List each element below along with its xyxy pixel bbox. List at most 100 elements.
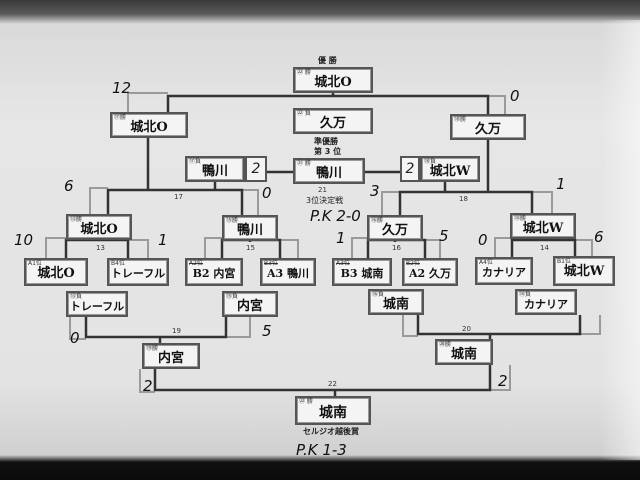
first-round-team: B4位トレーフル [107, 258, 169, 286]
consolation-team: ⑮負内宮 [222, 291, 278, 317]
gray-bracket [127, 92, 168, 116]
team-name: トレーフル [69, 300, 125, 313]
gray-bracket [351, 237, 368, 262]
gray-bracket [280, 239, 299, 262]
team-name: 久万 [474, 122, 501, 137]
third-right-score: 2 [400, 156, 420, 182]
match-number: 20 [462, 325, 471, 333]
team-name: カナリア [482, 266, 526, 279]
third-left-score: 2 [245, 156, 267, 182]
team-name: 城北O [130, 120, 168, 135]
runner-up-tag: ㉒ 負 [297, 110, 311, 117]
tag: ⑯勝 [371, 217, 384, 224]
score: 3 [370, 182, 380, 200]
tag: ⑭負 [519, 291, 532, 298]
team-name: A3 鴨川 [266, 267, 310, 280]
tag: ⑲勝 [146, 345, 159, 352]
semi-right-loser: ⑱負 城北W [420, 156, 480, 182]
consolation-semi-winner: ⑳勝城南 [435, 339, 493, 365]
third-pk-score: P.K 2-0 [310, 207, 361, 225]
m22-line [153, 365, 492, 400]
score: 0 [70, 329, 80, 347]
team-name: B3 城南 [340, 267, 384, 280]
team-name: トレーフル [110, 267, 166, 280]
tag: ⑰勝 [114, 114, 127, 121]
tag: ⑭勝 [514, 215, 527, 222]
match-number: 19 [172, 327, 181, 335]
first-round-team: A1位城北O [24, 258, 88, 286]
team-name: B2 内宮 [192, 267, 236, 280]
seed-tag: B1位 [557, 258, 571, 265]
champion-tag: ㉒ 勝 [297, 69, 311, 76]
first-round-team: A4位カナリア [475, 257, 533, 285]
match-number: 16 [392, 244, 401, 252]
score: 2 [498, 372, 508, 390]
tag: ⑳勝 [439, 341, 452, 348]
seed-tag: A3位 [336, 260, 350, 267]
first-round-team: B1位城北W [553, 256, 615, 286]
gray-bracket [226, 317, 251, 338]
consolation-final-winner: ㉒ 勝城南 [295, 396, 371, 425]
consolation-team: ⑭負カナリア [515, 289, 577, 315]
match-number: 15 [246, 244, 255, 252]
team-name: A2 久万 [408, 267, 452, 280]
final-pk-score: P.K 1-3 [296, 441, 347, 459]
quarter-winner: ⑮勝 鴨川 [222, 215, 278, 241]
team-name: 城北W [563, 264, 605, 279]
tag: ㉒ 勝 [299, 398, 313, 405]
score: 6 [64, 177, 74, 195]
semi-left-winner: ⑰勝 城北O [110, 112, 188, 138]
score: 10 [14, 231, 34, 249]
tag: ⑬勝 [70, 216, 83, 223]
semi-right-winner: ⑱勝 久万 [450, 114, 526, 140]
seed-tag: A2位 [189, 260, 203, 267]
seed-tag: B3位 [264, 260, 278, 267]
score: 1 [158, 231, 168, 249]
team-name: 城北W [522, 221, 564, 236]
team-name: 城南 [319, 405, 347, 421]
score: 5 [439, 227, 449, 245]
tag: ⑯負 [372, 291, 385, 298]
team-name: 城南 [450, 347, 477, 362]
consolation-semi-winner: ⑲勝内宮 [142, 343, 200, 369]
gray-bracket [45, 237, 66, 262]
match-number: 17 [174, 193, 183, 201]
gray-bracket [488, 95, 506, 118]
runner-up-label: 準優勝 [314, 137, 338, 146]
gray-bracket [494, 237, 512, 262]
team-name: 鴨川 [236, 223, 263, 238]
champion-name: 城北O [314, 75, 352, 90]
score: 0 [478, 231, 488, 249]
tag: ㉑ 勝 [297, 160, 311, 167]
gray-bracket [69, 317, 86, 340]
gray-bracket [490, 365, 511, 391]
consolation-team: ⑬負トレーフル [66, 291, 128, 317]
gray-bracket [580, 315, 601, 335]
team-name: 城北O [80, 222, 118, 237]
team-name: 内宮 [236, 299, 263, 314]
consolation-team: ⑯負城南 [368, 289, 424, 315]
gray-bracket [204, 237, 222, 262]
champion-label: 優 勝 [318, 56, 337, 65]
gray-bracket [128, 239, 149, 262]
team-name: 城南 [382, 297, 409, 312]
quarter-winner: ⑯勝 久万 [367, 215, 423, 241]
score: 0 [510, 87, 520, 105]
runner-up-name: 久万 [319, 116, 346, 131]
seed-tag: A4位 [479, 259, 493, 266]
seed-tag: A1位 [28, 260, 42, 267]
quarter-winner: ⑬勝 城北O [66, 214, 132, 240]
semi-left-line [106, 138, 244, 220]
tag: ⑱勝 [454, 116, 467, 123]
team-name: 城北W [429, 164, 471, 179]
champion-box: ㉒ 勝 城北O [293, 67, 373, 93]
award-label: セルジオ越後賞 [303, 427, 359, 436]
gray-bracket [425, 239, 441, 262]
team-name: 城北O [37, 266, 75, 281]
score: 12 [112, 79, 132, 97]
score: 1 [336, 229, 346, 247]
semi-left-loser: ⑰負 鴨川 [185, 156, 245, 182]
tag: ⑮負 [226, 293, 239, 300]
